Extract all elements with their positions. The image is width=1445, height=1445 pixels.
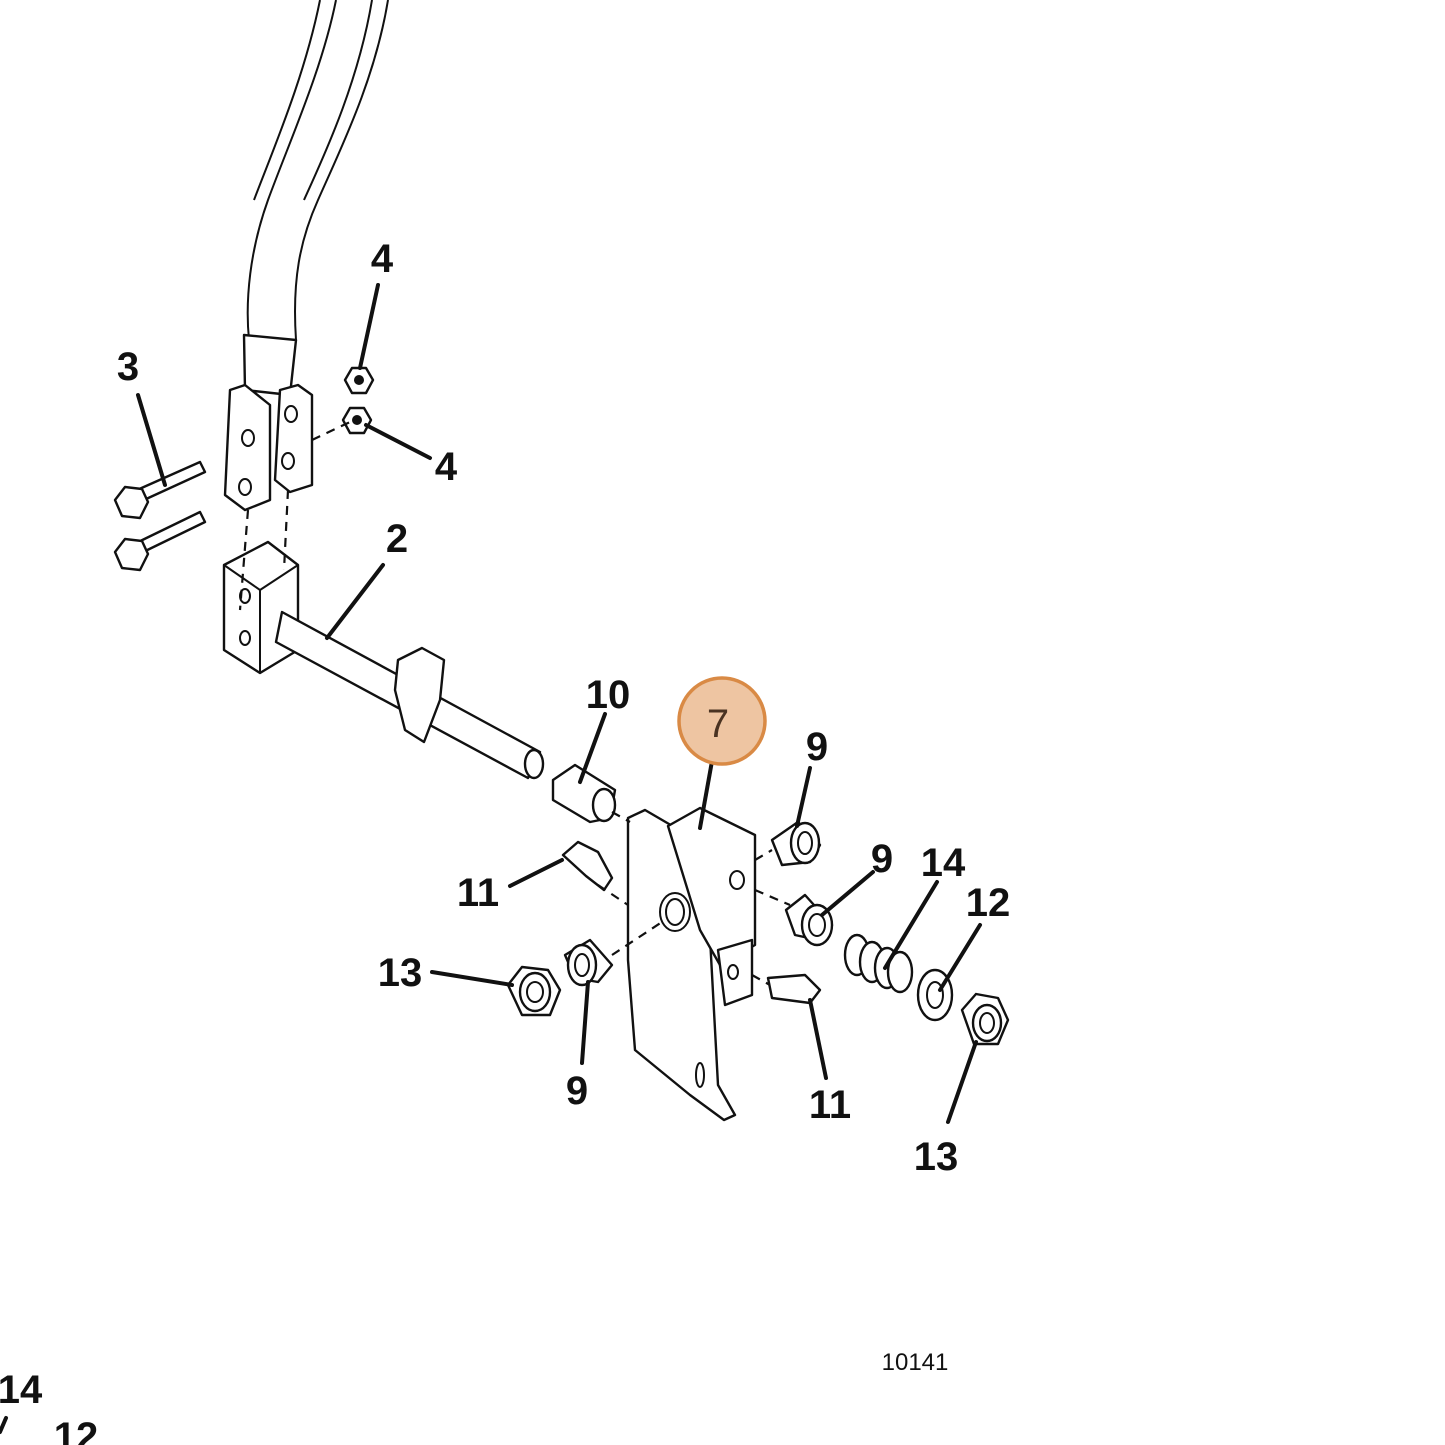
callout-4-top: 4 <box>371 237 394 281</box>
callout-4-right: 4 <box>435 445 458 489</box>
callout-3: 3 <box>117 345 139 389</box>
figure-number: 10141 <box>882 1349 949 1376</box>
nut-right-part-13 <box>960 992 1010 1046</box>
screw-upper-part-11 <box>561 840 614 892</box>
callout-10: 10 <box>586 673 631 717</box>
callouts: 2 3 4 4 10 9 9 9 14 12 11 13 11 13 14 12 <box>0 237 1010 1445</box>
callout-13-left: 13 <box>378 951 423 995</box>
control-lever <box>246 0 389 341</box>
nut-pair-part-4 <box>341 366 375 435</box>
callout-13-right: 13 <box>914 1135 959 1179</box>
callout-9-lower: 9 <box>566 1069 588 1113</box>
callout-12: 12 <box>966 881 1011 925</box>
flanged-bushing-upper <box>770 820 822 867</box>
flanged-bushing-lower <box>563 938 614 987</box>
highlight-label: 7 <box>707 702 729 746</box>
leader-lines <box>136 283 982 1124</box>
shaft-assembly-part-2 <box>222 540 545 780</box>
callout-11-right: 11 <box>809 1083 851 1127</box>
springs-part-14 <box>843 933 914 994</box>
assembly-lines <box>238 421 791 986</box>
flanged-bushing-right <box>784 893 834 947</box>
bolt-pair-part-3 <box>113 460 207 572</box>
lever-mounting-plates <box>223 333 314 512</box>
bracket-part-7 <box>626 806 757 1122</box>
callout-14-partial: 14 <box>0 1368 43 1412</box>
callout-2: 2 <box>386 517 408 561</box>
nut-left-part-13 <box>506 965 562 1017</box>
callout-12-partial: 12 <box>54 1415 99 1445</box>
highlight-circle <box>677 676 767 766</box>
bushing-part-10 <box>551 763 617 824</box>
callout-14: 14 <box>921 841 966 885</box>
callout-11-left: 11 <box>457 871 499 915</box>
highlight-part-7[interactable]: 7 <box>677 676 767 766</box>
callout-9-upper: 9 <box>806 725 828 769</box>
screw-lower-part-11 <box>766 973 822 1005</box>
partial-leader <box>0 1416 8 1434</box>
callout-9-right: 9 <box>871 837 893 881</box>
